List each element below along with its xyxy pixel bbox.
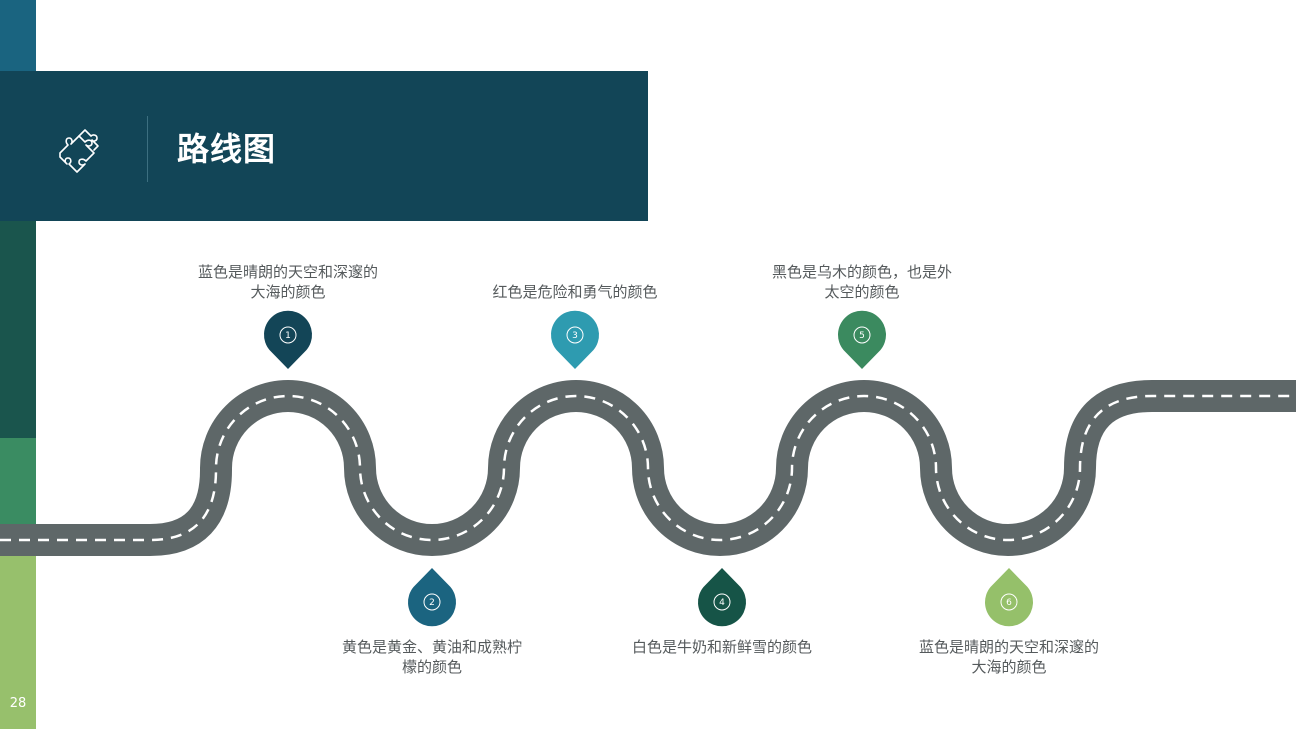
- pin-number-ring: [713, 593, 731, 611]
- milestone-pin-4: 4: [698, 568, 747, 627]
- milestone-pin-3: 3: [551, 310, 599, 369]
- pin-number: 1: [285, 331, 291, 341]
- milestone-pin-1: 1: [264, 310, 313, 369]
- map-pin-icon: [698, 568, 747, 627]
- pin-number-ring: [1000, 593, 1018, 611]
- milestone-pin-6: 6: [985, 568, 1033, 627]
- milestone-pin-5: 5: [838, 310, 886, 369]
- road-center-line: [0, 394, 1296, 542]
- milestone-text-4: 白色是牛奶和新鲜雪的颜色: [631, 638, 812, 656]
- side-band-dark-green: [0, 221, 36, 438]
- pin-number: 3: [572, 331, 578, 341]
- pin-number-ring: [279, 326, 297, 344]
- pin-number: 2: [429, 598, 435, 608]
- pin-number: 4: [719, 598, 725, 608]
- pin-number: 6: [1006, 598, 1012, 608]
- pin-number: 5: [859, 331, 865, 341]
- map-pin-icon: [551, 310, 599, 369]
- milestone-text-2: 黄色是黄金、黄油和成熟柠檬的颜色: [341, 638, 522, 676]
- pin-number-ring: [423, 593, 441, 611]
- milestone-text-3: 红色是危险和勇气的颜色: [492, 283, 658, 301]
- pin-number-ring: [566, 326, 584, 344]
- map-pin-icon: [408, 568, 456, 627]
- map-pin-icon: [985, 568, 1033, 627]
- side-band-light-green: [0, 556, 36, 729]
- milestone-text-6: 蓝色是晴朗的天空和深邃的大海的颜色: [918, 638, 1099, 676]
- title-bar: [0, 71, 648, 221]
- page-title: 路线图: [177, 130, 277, 168]
- title-divider: [147, 116, 148, 182]
- pin-number-ring: [853, 326, 871, 344]
- map-pin-icon: [838, 310, 886, 369]
- page-number: 28: [9, 696, 27, 711]
- puzzle-piece-icon: [59, 129, 99, 173]
- side-band-blue: [0, 0, 36, 71]
- milestone-pin-2: 2: [408, 568, 456, 627]
- milestone-text-5: 黑色是乌木的颜色，也是外太空的颜色: [771, 263, 952, 301]
- map-pin-icon: [264, 310, 313, 369]
- milestone-text-1: 蓝色是晴朗的天空和深邃的大海的颜色: [197, 263, 378, 301]
